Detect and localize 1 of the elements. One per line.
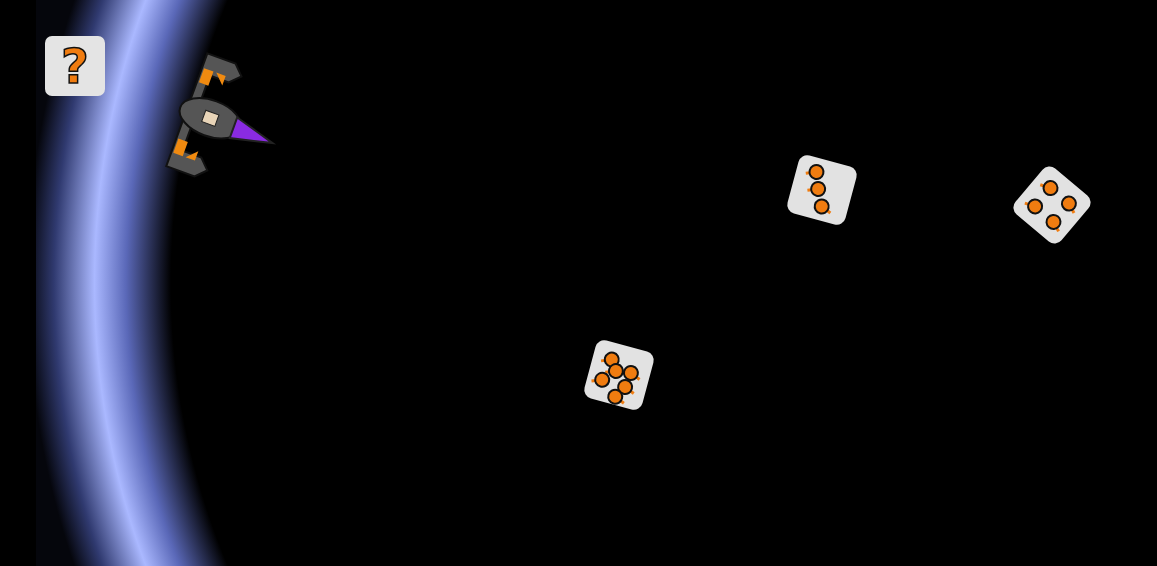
help-button: ? — [45, 36, 105, 96]
